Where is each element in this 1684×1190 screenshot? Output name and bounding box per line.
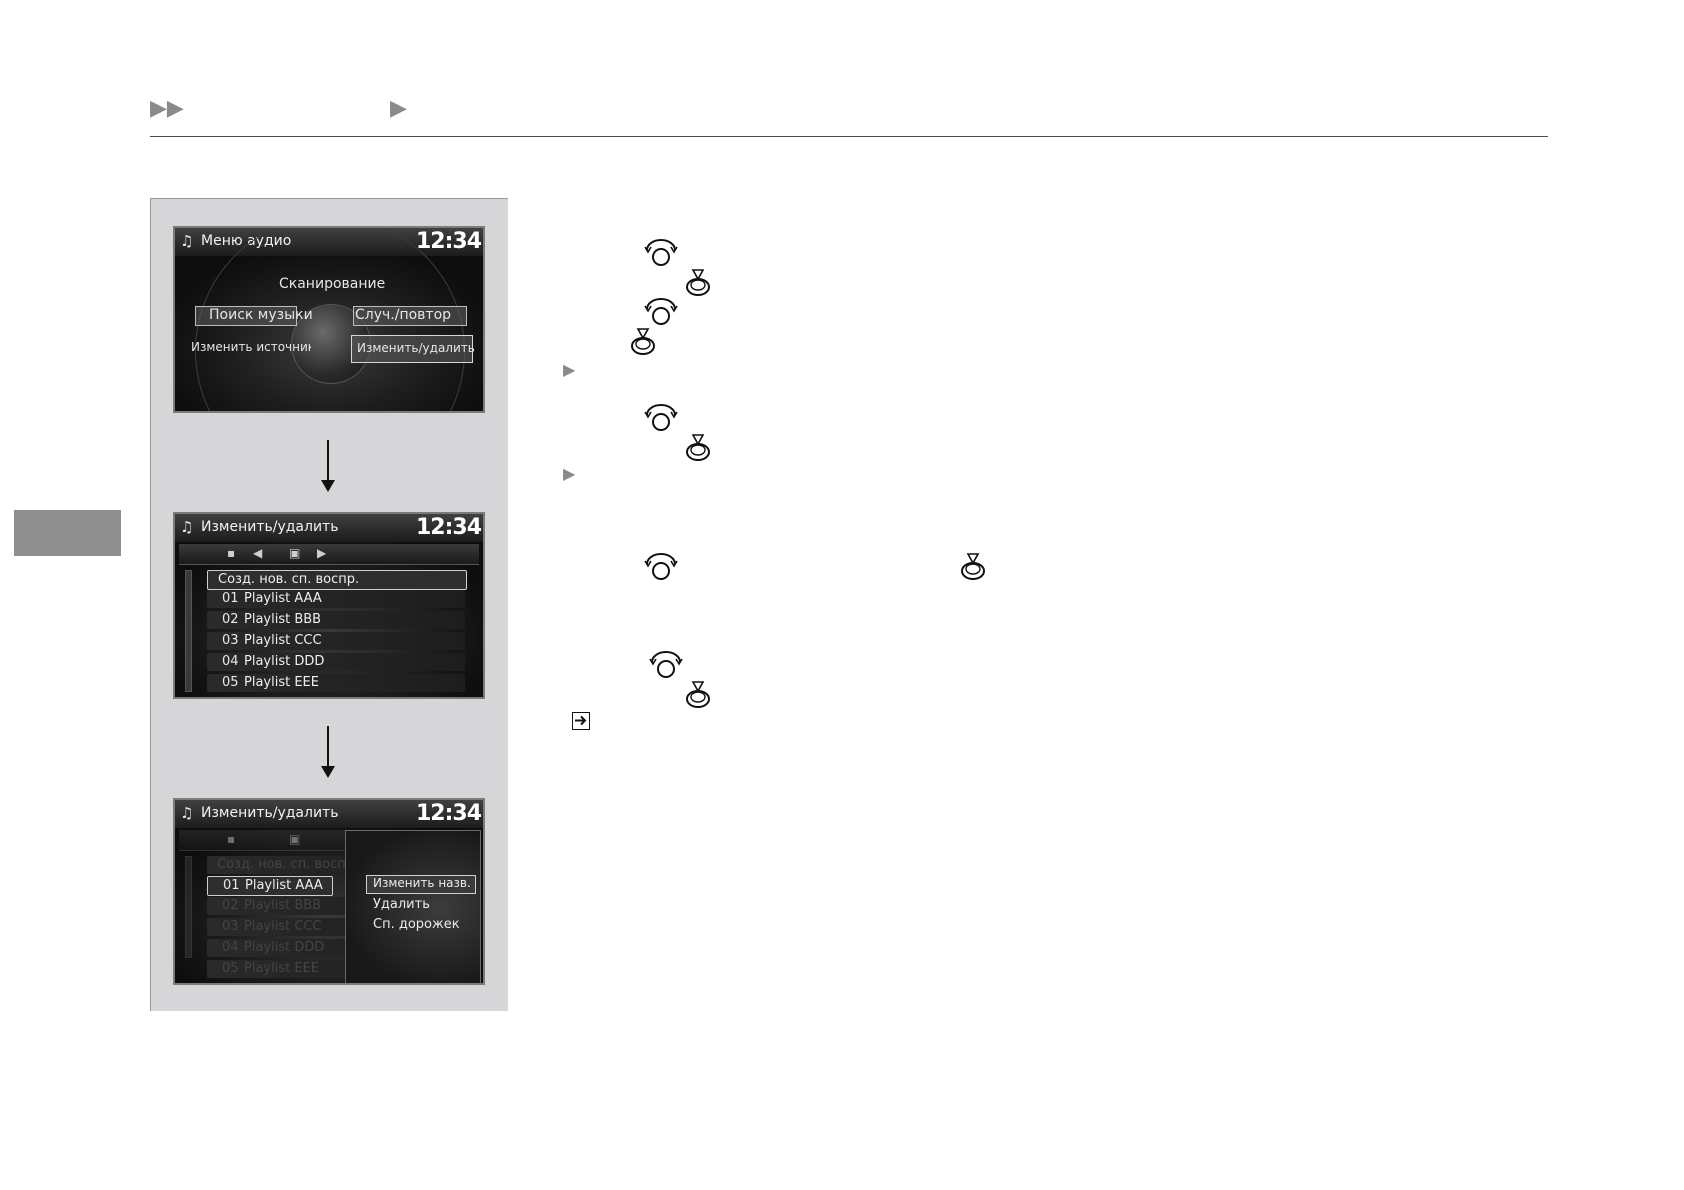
list-item[interactable]: 03 Playlist CCC xyxy=(207,632,465,650)
interface-dial-rotate-icon xyxy=(643,238,679,268)
chapter-side-tab xyxy=(14,510,121,556)
screen-title-bar: ♫ Изменить/удалить 12:34 xyxy=(175,800,483,829)
breadcrumb-single-icon: ▶ xyxy=(390,96,407,121)
list-item-label: Playlist DDD xyxy=(244,940,325,955)
list-item-label: Созд. нов. сп. восп xyxy=(217,857,346,872)
interface-dial-rotate-icon xyxy=(643,403,679,433)
popup-selection-highlight xyxy=(366,875,476,894)
popup-item-track-list[interactable]: Сп. дорожек xyxy=(373,917,460,932)
menu-item-change-source[interactable]: Изменить источник xyxy=(191,340,311,354)
popup-item-delete[interactable]: Удалить xyxy=(373,897,430,912)
scrollbar xyxy=(185,856,192,958)
list-item-label: Playlist EEE xyxy=(244,961,319,976)
list-item-label: Playlist DDD xyxy=(244,654,325,669)
interface-dial-rotate-icon xyxy=(648,650,684,680)
playlist-icon[interactable]: ▣ xyxy=(289,546,301,560)
screen-title-bar: ♫ Изменить/удалить 12:34 xyxy=(175,514,483,543)
reference-arrow-icon xyxy=(572,712,590,730)
interface-dial-press-icon xyxy=(683,680,713,710)
list-item-number: 03 xyxy=(222,633,239,648)
interface-dial-rotate-icon xyxy=(643,552,679,582)
list-item-label: Playlist BBB xyxy=(244,898,322,913)
menu-item-selected-bg xyxy=(351,335,473,363)
category-icon[interactable]: ▪ xyxy=(227,546,236,560)
list-item[interactable]: Созд. нов. сп. воспр. xyxy=(207,570,467,590)
list-item[interactable]: 05 Playlist EEE xyxy=(207,674,465,692)
next-arrow-icon[interactable]: ▶ xyxy=(317,546,327,560)
list-item[interactable]: 01 Playlist AAA xyxy=(207,590,465,608)
list-item-number: 03 xyxy=(222,919,239,934)
list-item-label: Созд. нов. сп. воспр. xyxy=(218,572,360,587)
music-note-icon: ♫ xyxy=(180,804,194,822)
screen-title: Изменить/удалить xyxy=(201,805,339,821)
screen-clock: 12:34 xyxy=(415,229,482,254)
list-item-number: 01 xyxy=(222,591,239,606)
interface-dial-press-icon xyxy=(683,268,713,298)
options-popup: Изменить назв. Удалить Сп. дорожек xyxy=(345,830,481,983)
list-item-number: 01 xyxy=(223,878,240,893)
category-tab-bar: ▪ ◀ ▣ ▶ xyxy=(179,544,479,565)
step-marker-icon: ▶ xyxy=(563,360,576,379)
prev-arrow-icon[interactable]: ◀ xyxy=(253,546,263,560)
screen-body: Сканирование Поиск музыки Случ./повтор И… xyxy=(175,228,483,411)
menu-item-music-search[interactable]: Поиск музыки xyxy=(209,307,313,323)
list-item-number: 05 xyxy=(222,961,239,976)
popup-item-rename[interactable]: Изменить назв. xyxy=(373,876,471,890)
menu-item-bg xyxy=(353,306,467,326)
screen-title: Изменить/удалить xyxy=(201,519,339,535)
breadcrumb-double-icon: ▶▶ xyxy=(150,96,184,121)
screen-clock: 12:34 xyxy=(415,801,482,826)
interface-dial-press-icon xyxy=(628,327,658,357)
list-item-label: Playlist AAA xyxy=(244,591,322,606)
list-item[interactable]: 01 Playlist AAA xyxy=(207,876,333,896)
menu-item-random-repeat[interactable]: Случ./повтор xyxy=(355,307,452,323)
menu-item-edit-delete[interactable]: Изменить/удалить xyxy=(357,341,475,355)
list-item[interactable]: 04 Playlist DDD xyxy=(207,653,465,671)
edit-delete-popup-screen: ♫ Изменить/удалить 12:34 ▪ ▣ Созд. нов. … xyxy=(173,798,485,985)
music-note-icon: ♫ xyxy=(180,232,194,250)
list-item-number: 02 xyxy=(222,612,239,627)
screen-clock: 12:34 xyxy=(415,515,482,540)
playlist-icon: ▣ xyxy=(289,832,301,846)
list-item-number: 02 xyxy=(222,898,239,913)
list-item[interactable]: 02 Playlist BBB xyxy=(207,611,465,629)
menu-item-scan[interactable]: Сканирование xyxy=(279,276,386,292)
list-item-number: 04 xyxy=(222,654,239,669)
step-marker-icon: ▶ xyxy=(563,464,576,483)
down-arrow-icon xyxy=(321,726,335,778)
list-item-label: Playlist EEE xyxy=(244,675,319,690)
music-note-icon: ♫ xyxy=(180,518,194,536)
interface-dial-press-icon xyxy=(683,433,713,463)
interface-dial-rotate-icon xyxy=(643,297,679,327)
header-divider xyxy=(150,136,1548,137)
category-icon: ▪ xyxy=(227,832,236,846)
list-item-number: 04 xyxy=(222,940,239,955)
audio-menu-screen: ♫ Меню аудио 12:34 Сканирование Поиск му… xyxy=(173,226,485,413)
list-item-number: 05 xyxy=(222,675,239,690)
down-arrow-icon xyxy=(321,440,335,492)
interface-dial-press-icon xyxy=(958,552,988,582)
edit-delete-list-screen: ♫ Изменить/удалить 12:34 ▪ ◀ ▣ ▶ Созд. н… xyxy=(173,512,485,699)
list-item-label: Playlist AAA xyxy=(245,878,323,893)
list-item-label: Playlist BBB xyxy=(244,612,322,627)
list-item-label: Playlist CCC xyxy=(244,919,322,934)
menu-item-bg xyxy=(195,306,297,326)
list-item-label: Playlist CCC xyxy=(244,633,322,648)
scrollbar[interactable] xyxy=(185,570,192,692)
